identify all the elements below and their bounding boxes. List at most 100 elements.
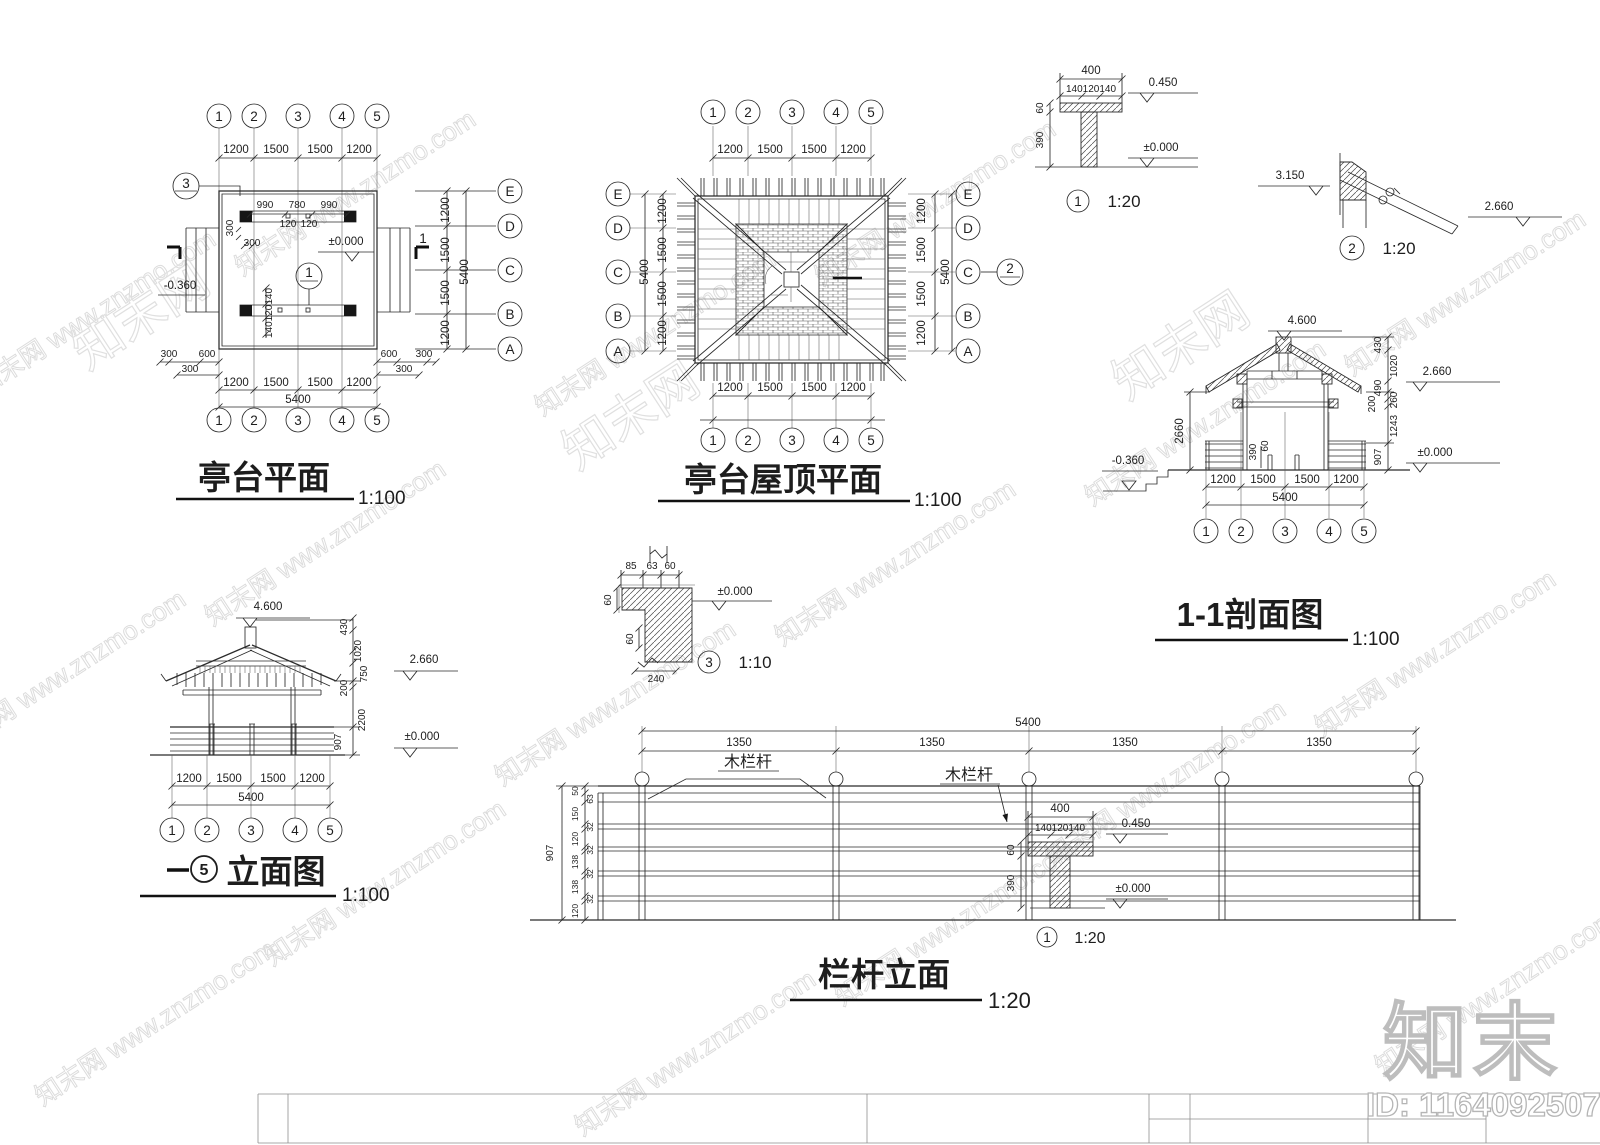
grid-bubble-label: 1 (168, 823, 176, 838)
detail-3-label: 3 1:10 (697, 650, 772, 674)
dim-label: 1350 (726, 737, 752, 749)
dim-label: 1500 (440, 280, 452, 306)
watermark-text: 知末网 www.znzmo.com (489, 614, 740, 792)
grid-bubble-label: B (963, 309, 972, 324)
detail-label-scale: 1:20 (1107, 192, 1140, 211)
detail-label-scale: 1:10 (738, 653, 771, 672)
grid-bubble-label: 3 (294, 413, 302, 428)
grid-bubble-label: 5 (373, 109, 381, 124)
grid-bubble-label: 1 (709, 105, 717, 120)
plan-title: 亭台平面 1:100 (176, 459, 406, 509)
grid-bubble-label: 1 (1202, 524, 1210, 539)
watermark-text: 知末网 www.znzmo.com (0, 584, 191, 762)
dim-label: 5400 (1015, 717, 1041, 729)
grid-bubble-label: 1 (215, 109, 223, 124)
grid-bubble-label: A (963, 344, 972, 359)
dim-label: 907 (1373, 448, 1384, 465)
drawing-title: 1-1剖面图 (1177, 596, 1324, 633)
dim-label: 300 (416, 349, 433, 360)
grid-bubble-label: 5 (373, 413, 381, 428)
dim-label: 1200 (657, 320, 669, 346)
detail-1-label: 1 1:20 (1066, 189, 1141, 213)
section-1-1: 4.600 -0.360 2660 390 60 430 1020 490 26… (1102, 315, 1500, 650)
drawing-scale: 1:100 (358, 488, 406, 509)
grid-bubble-label: 2 (250, 413, 258, 428)
grid-bubble-label: 4 (338, 109, 346, 124)
grid-bubble-label: C (613, 265, 623, 280)
dim-label: 140120140 (1035, 823, 1085, 834)
annotation-label: 木栏杆 (945, 766, 993, 784)
dim-label: 1500 (1250, 474, 1276, 486)
section-grid-bubbles: 1 2 3 4 5 (1193, 518, 1377, 544)
dim-label: 907 (333, 733, 344, 750)
watermark-text: 知末网 www.znzmo.com (29, 934, 280, 1112)
dim-label: 60 (664, 561, 676, 572)
dim-label: 1200 (346, 144, 372, 156)
dim-label: 5400 (459, 259, 471, 285)
dim-label: 120 (570, 904, 580, 918)
grid-bubble-label: E (963, 187, 972, 202)
plan-level-zero: ±0.000 (318, 236, 374, 262)
dim-label: 1200 (176, 773, 202, 785)
dim-label: 1500 (216, 773, 242, 785)
dim-label: 240 (648, 674, 665, 685)
drawing-title: 亭台屋顶平面 (684, 461, 882, 498)
dim-label: 1350 (1306, 737, 1332, 749)
grid-bubble-label: 4 (832, 105, 840, 120)
dim-label: 1350 (1112, 737, 1138, 749)
dim-label: 430 (1373, 336, 1384, 353)
railing-elevation: 5400 1350 1350 1350 1350 木栏杆 木栏杆 50 63 1… (530, 717, 1456, 1013)
detail-marker-label: 2 (1006, 261, 1014, 276)
dim-label: 300 (396, 364, 413, 375)
dim-label: 120 (280, 219, 297, 230)
drawing-title: 立面图 (227, 853, 326, 890)
dim-label: 600 (199, 349, 216, 360)
grid-bubble-label: B (505, 307, 514, 322)
brand-logo: 知末 (1383, 996, 1563, 1090)
level-label: 2.660 (1423, 366, 1452, 378)
dim-label: 1200 (299, 773, 325, 785)
grid-bubble-label: 1 (215, 413, 223, 428)
grid-bubble-label: 5 (1360, 524, 1368, 539)
grid-bubble-label: 5 (867, 433, 875, 448)
roof-grid-bubbles-bottom: 1 2 3 4 5 (700, 427, 884, 453)
grid-bubble-label: 2 (744, 105, 752, 120)
section-cut-label: 1 (419, 231, 427, 246)
roof-title: 亭台屋顶平面 1:100 (658, 461, 962, 511)
grid-bubble-label: 3 (788, 105, 796, 120)
roof-body (676, 177, 907, 382)
title-block (257, 1093, 1600, 1144)
level-label: ±0.000 (1417, 447, 1452, 459)
level-label: -0.360 (164, 280, 197, 292)
dim-label: 1200 (657, 198, 669, 224)
dim-label: 1500 (260, 773, 286, 785)
wood-railing-label-2: 木栏杆 (940, 766, 1008, 823)
roof-grid-bubbles-top: 1 2 3 4 5 (700, 99, 884, 125)
dim-label: 1243 (1389, 414, 1400, 437)
dim-label: 1200 (1333, 474, 1359, 486)
detail-label-scale: 1:20 (1074, 930, 1105, 947)
drawing-scale: 1:100 (914, 490, 962, 511)
grid-bubble-label: B (613, 309, 622, 324)
annotation-label: 木栏杆 (724, 753, 772, 771)
watermark-text: 知末网 www.znzmo.com (1339, 204, 1590, 382)
dim-label: 60 (603, 594, 614, 606)
dim-label: 5400 (940, 259, 952, 285)
roof-detail-marker-2: 2 (981, 258, 1024, 286)
dim-label: 85 (625, 561, 637, 572)
grid-bubble-label: 3 (294, 109, 302, 124)
detail-marker-label: 3 (182, 176, 190, 191)
dim-label: 138 (570, 855, 580, 869)
plan-benches (239, 210, 357, 317)
dim-label: 150 (570, 807, 580, 821)
dim-label: 1500 (801, 144, 827, 156)
detail-label-number: 1 (1043, 930, 1051, 945)
drawing-title: 亭台平面 (198, 459, 330, 496)
dim-label: 300 (244, 238, 261, 249)
dim-label: 60 (1006, 844, 1017, 856)
dim-label: 63 (585, 794, 595, 804)
level-label: 2.660 (1485, 201, 1514, 213)
level-label: ±0.000 (328, 236, 363, 248)
